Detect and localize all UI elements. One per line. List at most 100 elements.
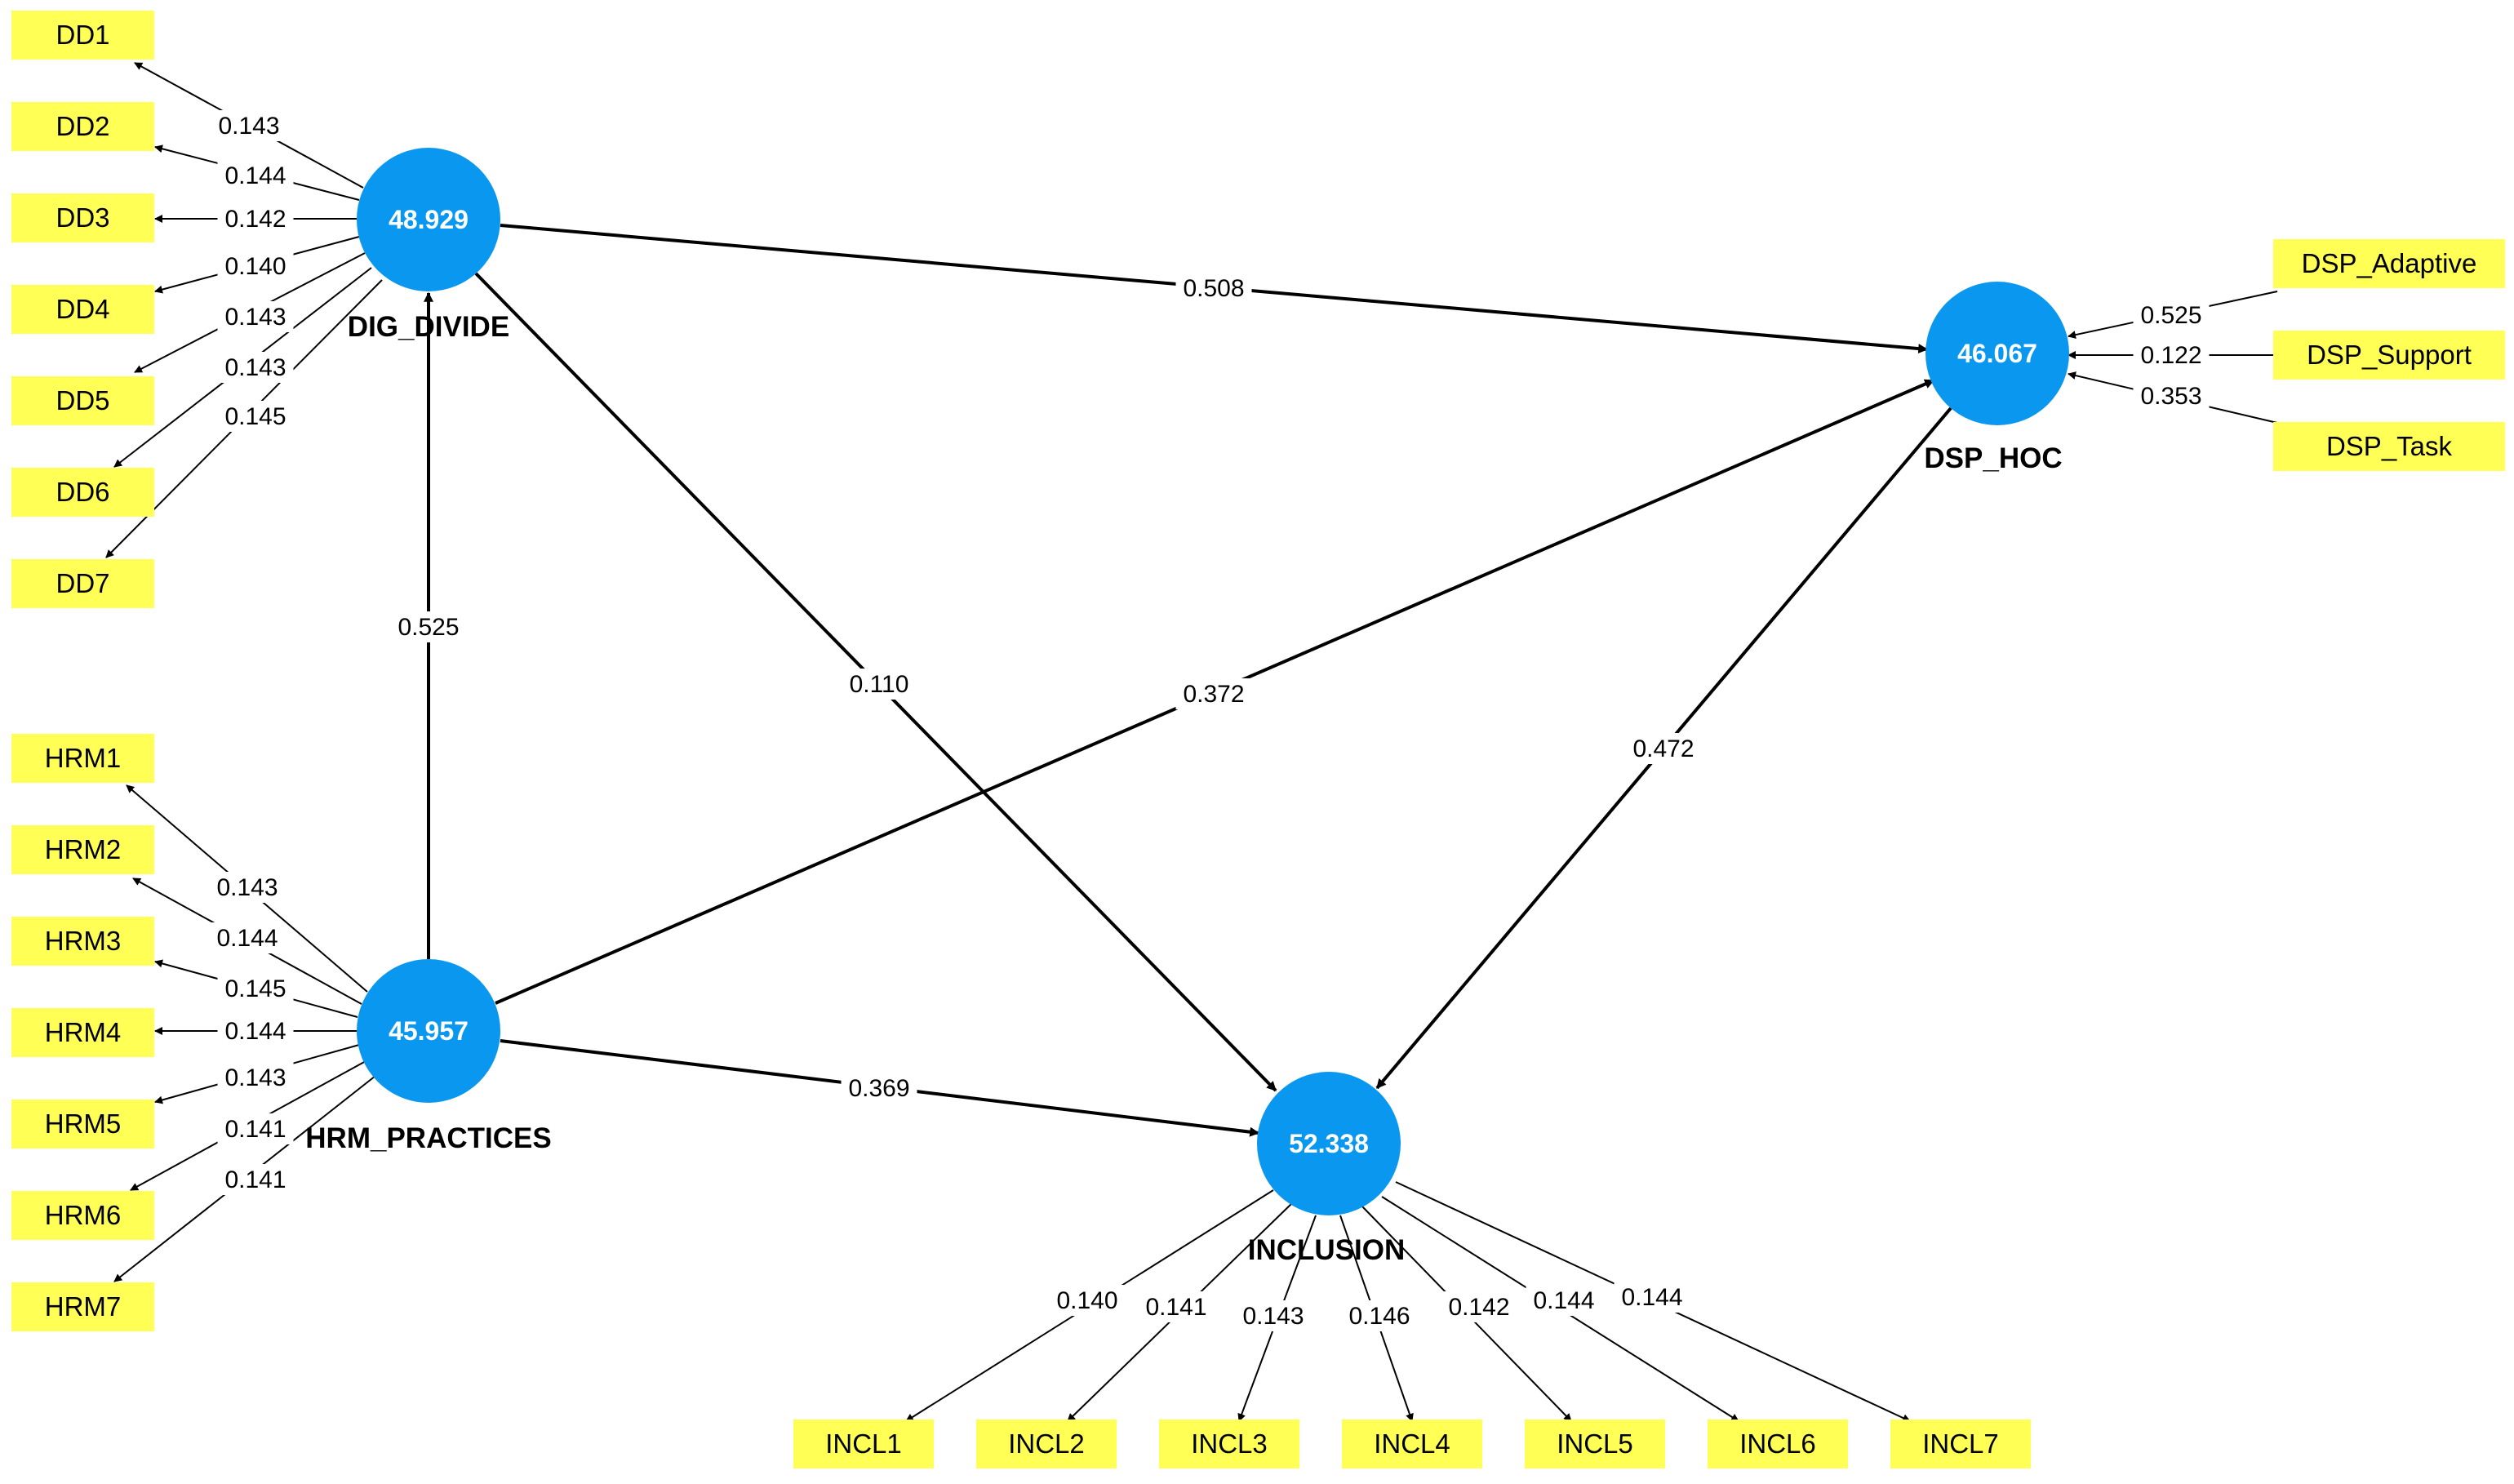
path-dsp-hoc-to-inclusion-coefficient-text: 0.472 — [1632, 735, 1694, 762]
indicator-hrm4-label: HRM4 — [45, 1017, 122, 1047]
indicator-hrm6-label: HRM6 — [45, 1200, 122, 1230]
indicator-dd5-weight: 0.143 — [217, 301, 294, 332]
indicator-hrm1-box — [11, 734, 154, 783]
indicator-hrm7: HRM7 — [11, 1282, 154, 1331]
indicator-hrm3: HRM3 — [11, 917, 154, 966]
indicator-incl6-box — [1708, 1420, 1848, 1468]
indicator-dd4: DD4 — [11, 285, 154, 334]
path-hrm-practices-to-dig-divide-coefficient: 0.525 — [390, 611, 467, 642]
indicator-hrm3-weight: 0.145 — [217, 973, 294, 1004]
path-dig-divide-to-inclusion-coefficient-bg — [841, 669, 917, 700]
indicator-incl5-weight-bg — [1441, 1291, 1517, 1322]
indicator-incl5-weight-text: 0.142 — [1448, 1294, 1509, 1321]
indicator-hrm3-weight-bg — [217, 973, 294, 1004]
path-dig-divide-to-inclusion-coefficient: 0.110 — [841, 669, 917, 700]
indicator-dsp-support-weight: 0.122 — [2133, 340, 2210, 371]
indicator-dd1-weight: 0.143 — [211, 110, 287, 141]
indicator-incl1-label: INCL1 — [825, 1428, 902, 1459]
indicator-incl3-weight-bg — [1235, 1300, 1312, 1331]
indicator-dd6-weight: 0.143 — [217, 352, 294, 383]
indicator-hrm2-weight-bg — [209, 922, 286, 953]
construct-hrm-practices-circle — [357, 959, 500, 1103]
indicator-dd7-weight-bg — [217, 401, 294, 432]
indicator-incl5-box — [1525, 1420, 1665, 1468]
indicator-incl1-weight: 0.140 — [1049, 1285, 1126, 1316]
indicator-dd1-label: DD1 — [56, 20, 109, 50]
indicator-incl7-box — [1890, 1420, 2031, 1468]
indicator-dd2-weight-text: 0.144 — [224, 162, 286, 189]
indicator-incl7-weight: 0.144 — [1614, 1282, 1690, 1313]
indicator-incl1-box — [793, 1420, 934, 1468]
indicator-incl2-box — [976, 1420, 1117, 1468]
indicator-incl7-weight-bg — [1614, 1282, 1690, 1313]
indicator-incl7-label: INCL7 — [1922, 1428, 1999, 1459]
indicator-hrm3-weight-text: 0.145 — [224, 975, 286, 1002]
indicator-incl7-weight-text: 0.144 — [1621, 1284, 1682, 1311]
indicator-dd1-weight-text: 0.143 — [218, 113, 279, 140]
indicator-dsp-support: DSP_Support — [2273, 331, 2505, 380]
path-hrm-practices-to-dsp-hoc-coefficient-bg — [1175, 678, 1252, 709]
indicator-incl5-label: INCL5 — [1557, 1428, 1633, 1459]
indicator-hrm7-label: HRM7 — [45, 1291, 122, 1322]
path-hrm-practices-to-dsp-hoc-coefficient: 0.372 — [1175, 678, 1252, 709]
indicator-hrm3-box — [11, 917, 154, 966]
indicator-dsp-adaptive-label: DSP_Adaptive — [2302, 248, 2477, 278]
path-dig-divide-to-dsp-hoc-coefficient: 0.508 — [1175, 273, 1252, 304]
nodes-layer: DD1DD2DD3DD4DD5DD6DD7HRM1HRM2HRM3HRM4HRM… — [11, 11, 2505, 1468]
indicator-dd1-weight-bg — [211, 110, 287, 141]
indicator-dd1-box — [11, 11, 154, 60]
indicator-incl6-weight-text: 0.144 — [1533, 1287, 1594, 1314]
indicator-hrm6-weight-text: 0.141 — [224, 1116, 286, 1143]
indicator-hrm4: HRM4 — [11, 1008, 154, 1057]
path-dig-divide-to-inclusion-coefficient-text: 0.110 — [850, 671, 909, 698]
path-hrm-practices-to-dig-divide-coefficient-bg — [390, 611, 467, 642]
construct-dsp-hoc-value: 46.067 — [1957, 339, 2037, 368]
construct-inclusion-circle — [1257, 1072, 1401, 1215]
indicator-dd2-weight-bg — [217, 160, 294, 191]
indicator-dd5-weight-text: 0.143 — [224, 304, 286, 331]
indicator-dd6-box — [11, 468, 154, 517]
indicator-dd6-label: DD6 — [56, 477, 109, 507]
indicator-dsp-task-weight-text: 0.353 — [2140, 383, 2201, 410]
indicator-hrm6-weight-bg — [217, 1113, 294, 1144]
indicator-dd3-weight: 0.142 — [217, 203, 294, 234]
indicator-dsp-task-weight: 0.353 — [2133, 380, 2210, 411]
indicator-dd2-weight: 0.144 — [217, 160, 294, 191]
indicator-dsp-task-label: DSP_Task — [2326, 431, 2453, 461]
path-dig-divide-to-dsp-hoc-coefficient-bg — [1175, 273, 1252, 304]
indicator-hrm1: HRM1 — [11, 734, 154, 783]
indicator-dsp-support-label: DSP_Support — [2307, 340, 2472, 370]
indicator-hrm4-box — [11, 1008, 154, 1057]
construct-dsp-hoc-circle — [1925, 282, 2069, 425]
indicator-hrm2: HRM2 — [11, 825, 154, 874]
indicator-dsp-support-weight-bg — [2133, 340, 2210, 371]
indicator-dd1: DD1 — [11, 11, 154, 60]
indicator-dd6: DD6 — [11, 468, 154, 517]
indicator-dsp-task: DSP_Task — [2273, 422, 2505, 471]
indicator-incl6-weight-bg — [1526, 1285, 1602, 1316]
indicator-incl1-weight-bg — [1049, 1285, 1126, 1316]
indicator-dsp-adaptive-box — [2273, 239, 2505, 288]
indicator-dd7-weight: 0.145 — [217, 401, 294, 432]
path-hrm-practices-to-dsp-hoc-coefficient-text: 0.372 — [1183, 681, 1244, 708]
indicator-hrm7-weight-bg — [217, 1164, 294, 1195]
indicator-dd7: DD7 — [11, 559, 154, 608]
indicator-incl1: INCL1 — [793, 1420, 934, 1468]
indicator-dsp-adaptive: DSP_Adaptive — [2273, 239, 2505, 288]
indicator-dd5: DD5 — [11, 376, 154, 425]
indicator-hrm2-weight-text: 0.144 — [216, 925, 278, 952]
indicator-dd5-box — [11, 376, 154, 425]
indicator-dd7-box — [11, 559, 154, 608]
indicator-dsp-support-box — [2273, 331, 2505, 380]
indicator-hrm5-weight-bg — [217, 1062, 294, 1093]
indicator-dd3-label: DD3 — [56, 202, 109, 233]
indicator-hrm1-label: HRM1 — [45, 743, 122, 773]
indicator-incl4: INCL4 — [1342, 1420, 1482, 1468]
indicator-incl3-label: INCL3 — [1191, 1428, 1268, 1459]
indicator-hrm5-weight-text: 0.143 — [224, 1064, 286, 1091]
indicator-hrm7-weight-text: 0.141 — [224, 1166, 286, 1193]
construct-hrm-practices-value: 45.957 — [389, 1016, 469, 1046]
